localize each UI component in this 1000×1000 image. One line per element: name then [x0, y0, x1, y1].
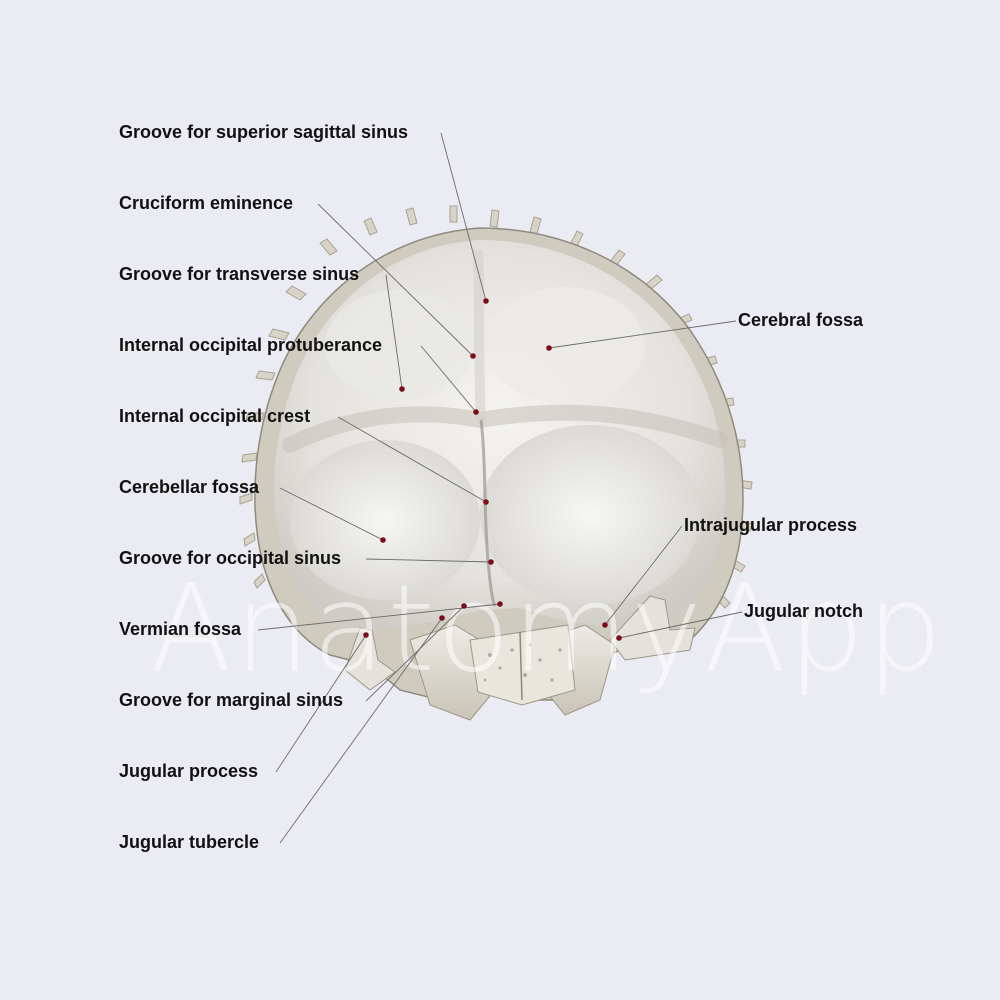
- leader-line-cerebral-fossa: [548, 320, 737, 349]
- marker-dot-intrajugular-process[interactable]: [602, 622, 608, 628]
- marker-dot-groove-superior-sagittal-sinus[interactable]: [483, 298, 489, 304]
- left-jugular-process-shape: [344, 627, 396, 691]
- leader-line-groove-superior-sagittal-sinus: [440, 132, 487, 302]
- marker-dot-cerebellar-fossa[interactable]: [380, 537, 386, 543]
- leader-line-groove-transverse-sinus: [385, 274, 403, 390]
- label-internal-occipital-crest[interactable]: Internal occipital crest: [119, 406, 311, 426]
- label-cerebral-fossa[interactable]: Cerebral fossa: [738, 310, 864, 330]
- marker-dot-jugular-notch[interactable]: [616, 635, 622, 641]
- label-vermian-fossa[interactable]: Vermian fossa: [119, 619, 242, 639]
- basilar-spongy-texture: [483, 643, 562, 682]
- label-jugular-notch[interactable]: Jugular notch: [744, 601, 864, 621]
- leader-line-jugular-process: [275, 634, 367, 773]
- label-groove-marginal-sinus[interactable]: Groove for marginal sinus: [119, 690, 344, 710]
- label-intrajugular-process[interactable]: Intrajugular process: [684, 515, 858, 535]
- leader-line-intrajugular-process: [604, 525, 683, 626]
- marker-dot-internal-occipital-protuberance[interactable]: [473, 409, 479, 415]
- basilar-part-shape: [469, 624, 576, 706]
- leader-line-jugular-tubercle: [279, 617, 443, 844]
- label-cruciform-eminence[interactable]: Cruciform eminence: [119, 193, 294, 213]
- leader-line-groove-occipital-sinus: [365, 558, 492, 563]
- marker-dot-groove-transverse-sinus[interactable]: [399, 386, 405, 392]
- marker-dot-jugular-tubercle[interactable]: [439, 615, 445, 621]
- marker-dot-cerebral-fossa[interactable]: [546, 345, 552, 351]
- leader-line-vermian-fossa: [257, 603, 501, 631]
- leader-line-cerebellar-fossa: [279, 487, 384, 541]
- leader-line-internal-occipital-crest: [337, 416, 487, 503]
- marker-dot-vermian-fossa[interactable]: [497, 601, 503, 607]
- leader-line-cruciform-eminence: [317, 203, 474, 357]
- cerebellar-fossa-left-shape: [290, 440, 480, 600]
- marker-dot-groove-occipital-sinus[interactable]: [488, 559, 494, 565]
- cerebral-fossa-left-shape: [325, 290, 475, 400]
- leader-line-jugular-notch: [618, 611, 743, 639]
- marker-dot-groove-marginal-sinus[interactable]: [461, 603, 467, 609]
- leader-line-internal-occipital-protuberance: [420, 345, 477, 413]
- label-cerebellar-fossa[interactable]: Cerebellar fossa: [119, 477, 260, 497]
- label-groove-transverse-sinus[interactable]: Groove for transverse sinus: [119, 264, 360, 284]
- marker-dot-jugular-process[interactable]: [363, 632, 369, 638]
- marker-dot-internal-occipital-crest[interactable]: [483, 499, 489, 505]
- cerebral-fossa-right-shape: [485, 287, 645, 403]
- internal-occipital-crest-shape: [479, 419, 497, 607]
- label-internal-occipital-protuberance[interactable]: Internal occipital protuberance: [119, 335, 383, 355]
- label-jugular-process[interactable]: Jugular process: [119, 761, 259, 781]
- label-groove-occipital-sinus[interactable]: Groove for occipital sinus: [119, 548, 342, 568]
- marker-dot-cruciform-eminence[interactable]: [470, 353, 476, 359]
- label-groove-superior-sagittal-sinus[interactable]: Groove for superior sagittal sinus: [119, 122, 409, 142]
- cerebellar-fossa-right-shape: [480, 425, 700, 605]
- right-jugular-process-shape: [609, 595, 696, 661]
- label-jugular-tubercle[interactable]: Jugular tubercle: [119, 832, 260, 852]
- leader-line-groove-marginal-sinus: [365, 605, 465, 702]
